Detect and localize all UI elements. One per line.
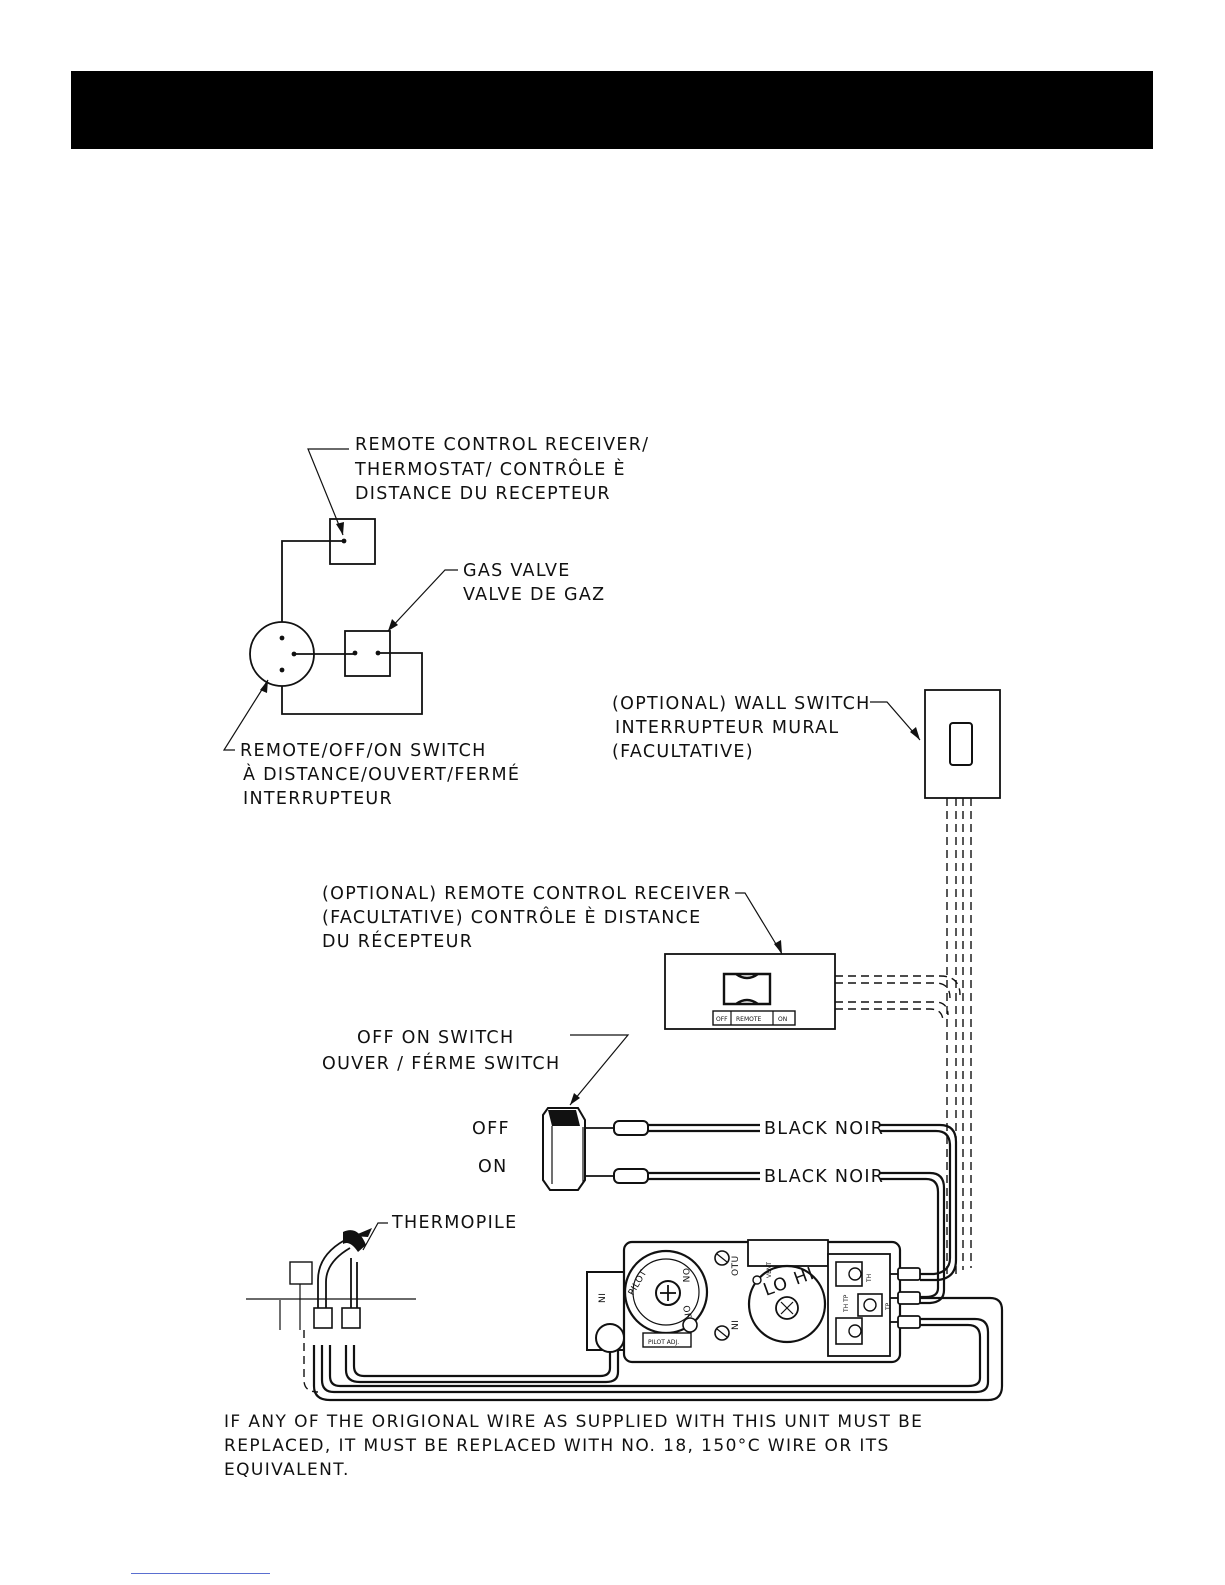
footer-rule [131, 1573, 270, 1574]
switch-label-line1: REMOTE/OFF/ON SWITCH [240, 741, 487, 761]
note-line3: EQUIVALENT. [224, 1460, 350, 1480]
wire-label-bottom: BLACK NOIR [764, 1167, 884, 1187]
receiver-label-line3: DISTANCE DU RECEPTEUR [355, 484, 611, 504]
remote-receiver-label-line3: DU RÉCEPTEUR [322, 930, 473, 952]
remote-receiver-label-line2: (FACULTATIVE) CONTRÔLE È DISTANCE [322, 906, 702, 928]
tp-label: TP [885, 1302, 892, 1311]
remote-receiver-rocker [722, 972, 772, 1006]
gas-valve-label-line1: GAS VALVE [463, 561, 571, 581]
wall-switch-label-line1: (OPTIONAL) WALL SWITCH [612, 694, 871, 714]
otu-label: OTU [731, 1255, 741, 1276]
off-on-switch: OFF ON SWITCH OUVER / FÉRME SWITCH OFF O… [322, 1028, 958, 1305]
valve-side-tab: NI [598, 1293, 608, 1303]
remote-button-off: OFF [716, 1016, 728, 1023]
rocker-off-label: OFF [472, 1119, 510, 1139]
off-on-switch-label-line1: OFF ON SWITCH [357, 1028, 514, 1048]
wall-switch-label-line2: INTERRUPTEUR MURAL [615, 718, 839, 738]
switch-label-line3: INTERRUPTEUR [243, 789, 393, 809]
remote-button-on: ON [778, 1016, 787, 1023]
note-line1: IF ANY OF THE ORIGIONAL WIRE AS SUPPLIED… [224, 1412, 923, 1432]
remote-receiver-label-line1: (OPTIONAL) REMOTE CONTROL RECEIVER [322, 884, 731, 904]
remote-receiver: OFF REMOTE ON (OPTIONAL) REMOTE CONTROL … [322, 884, 961, 1030]
wall-switch-label-line3: (FACULTATIVE) [612, 742, 754, 762]
thermopile-label: THERMOPILE [391, 1213, 517, 1233]
wall-switch-toggle [949, 722, 973, 766]
receiver-label-line2: THERMOSTAT/ CONTRÔLE È [354, 458, 626, 480]
switch-label-line2: À DISTANCE/OUVERT/FERMÉ [243, 763, 520, 785]
remote-button-remote: REMOTE [736, 1016, 762, 1023]
header-bar [71, 71, 1153, 149]
th-label: TH [866, 1274, 873, 1283]
gas-valve-label-line2: VALVE DE GAZ [463, 585, 605, 605]
ni-label: NI [731, 1320, 741, 1330]
thermopile-assembly: THERMOPILE [246, 1213, 517, 1393]
gas-valve: ON PILOT OFF NI PILOT ADJ. OTU NI LO HI … [312, 1239, 1004, 1402]
receiver-label-line1: REMOTE CONTROL RECEIVER/ [355, 435, 649, 455]
schematic: REMOTE CONTROL RECEIVER/ THERMOSTAT/ CON… [222, 435, 649, 809]
wall-switch: (OPTIONAL) WALL SWITCH INTERRUPTEUR MURA… [612, 689, 1001, 1275]
wire-label-top: BLACK NOIR [764, 1119, 884, 1139]
thtp-label: TH TP [843, 1294, 850, 1313]
note-line2: REPLACED, IT MUST BE REPLACED WITH NO. 1… [224, 1436, 890, 1456]
pilot-knob-on: ON [680, 1268, 690, 1283]
wire-note: IF ANY OF THE ORIGIONAL WIRE AS SUPPLIED… [224, 1412, 923, 1480]
off-on-switch-label-line2: OUVER / FÉRME SWITCH [322, 1052, 560, 1074]
pilot-adj-label: PILOT ADJ. [648, 1339, 679, 1346]
vent-label: VENT [766, 1262, 773, 1278]
rocker-on-label: ON [478, 1157, 507, 1177]
